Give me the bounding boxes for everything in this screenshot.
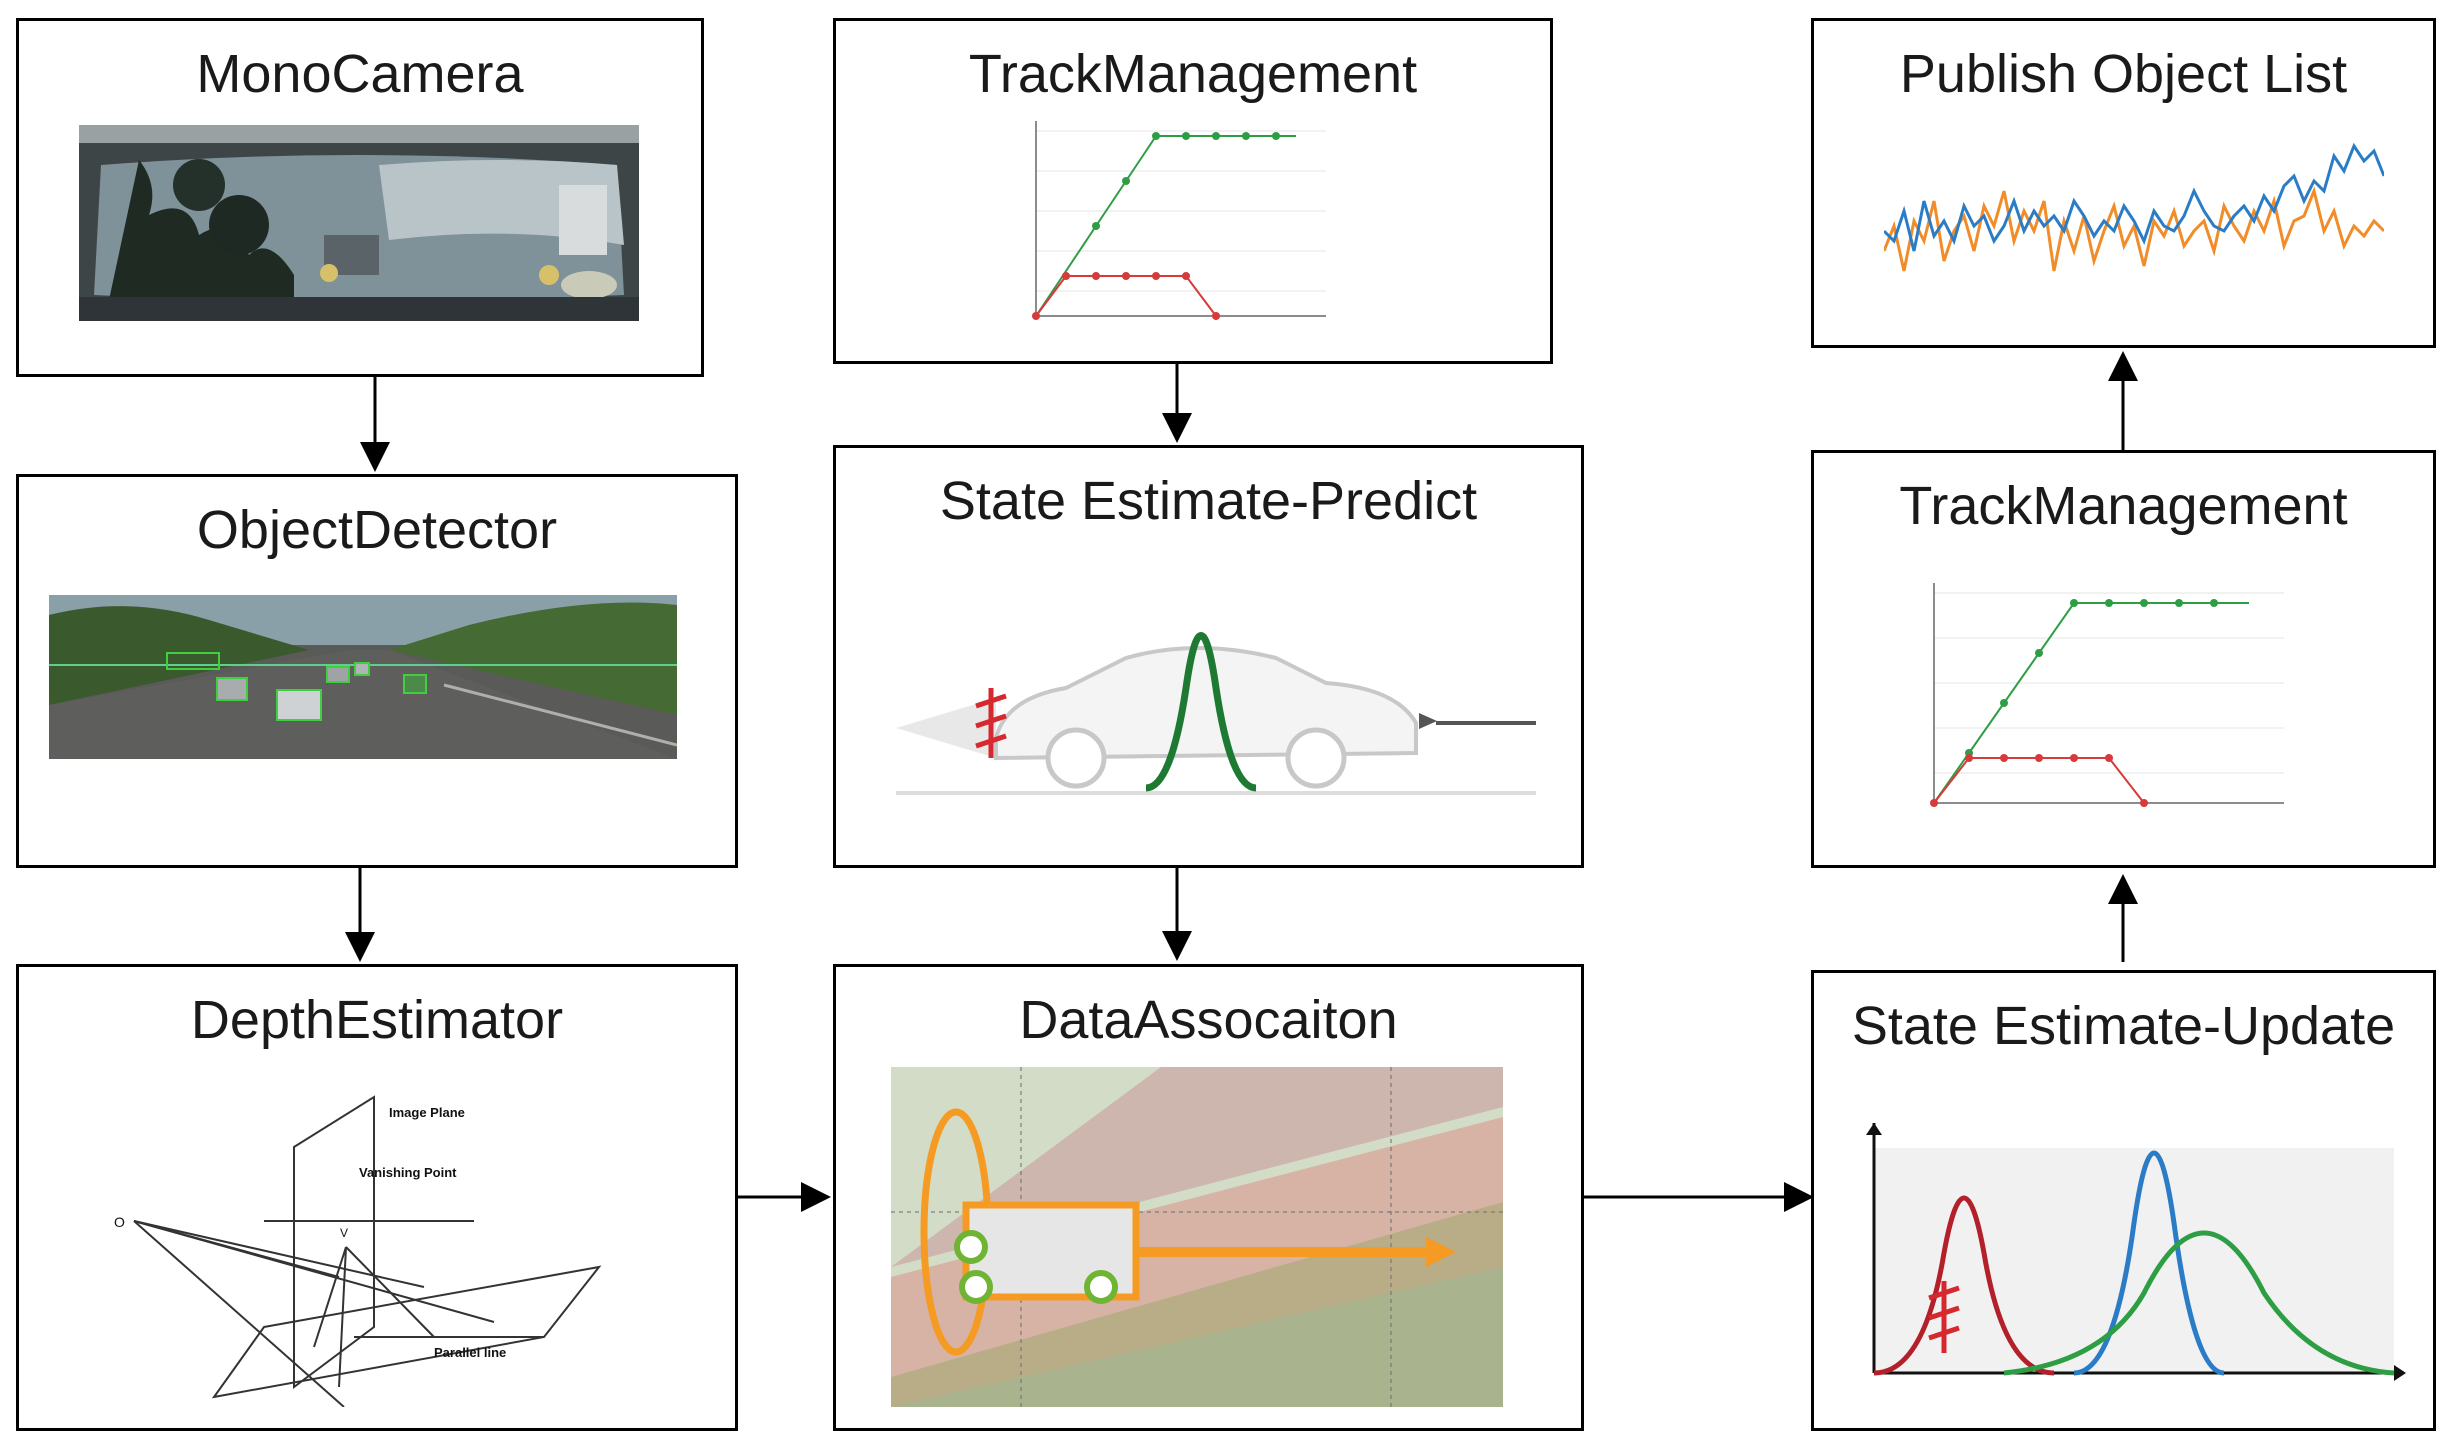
depthestimator-title: DepthEstimator — [190, 990, 564, 1050]
trackmanagement-top-title: TrackManagement — [968, 44, 1418, 104]
publish-object-list-box: Publish Object List — [1811, 18, 2436, 348]
trackmanagement-right-title: TrackManagement — [1899, 476, 2348, 536]
track-score-chart — [1032, 121, 1326, 320]
objectdetector-title: ObjectDetector — [196, 500, 558, 560]
state-estimate-predict-title: State Estimate-Predict — [939, 471, 1478, 531]
dataassociation-title: DataAssocaiton — [1019, 990, 1398, 1050]
update-gaussians-figure — [1866, 1123, 2406, 1381]
track-score-chart-right — [1930, 583, 2284, 807]
publish-object-list-title: Publish Object List — [1899, 44, 2348, 104]
parallel-line-label: Parallel line — [434, 1345, 506, 1360]
object-list-timeseries — [1884, 142, 2384, 272]
monocamera-title: MonoCamera — [196, 44, 524, 104]
vanishing-point-label: Vanishing Point — [359, 1165, 457, 1180]
state-estimate-update-title: State Estimate-Update — [1851, 996, 2396, 1056]
trackmanagement-top-box: TrackManagement — [833, 18, 1553, 364]
origin-label: O — [114, 1214, 125, 1230]
v-label: V — [340, 1226, 348, 1240]
image-plane-label: Image Plane — [389, 1105, 465, 1120]
trackmanagement-right-box: TrackManagement — [1811, 450, 2436, 868]
association-gating-figure — [891, 1067, 1503, 1407]
windshield-camera-image — [79, 125, 639, 321]
monocamera-box: MonoCamera — [16, 18, 704, 377]
road-detection-image — [49, 595, 677, 759]
predict-car-figure — [896, 632, 1536, 795]
predict-motion-arrowhead — [1419, 713, 1437, 729]
depthestimator-box: DepthEstimator O V Image Plane Vanishing… — [16, 964, 738, 1431]
dataassociation-box: DataAssocaiton — [833, 964, 1584, 1431]
depth-geometry-figure: O V Image Plane Vanishing Point Parallel… — [114, 1095, 602, 1407]
objectdetector-box: ObjectDetector — [16, 474, 738, 868]
state-estimate-predict-box: State Estimate-Predict — [833, 445, 1584, 868]
state-estimate-update-box: State Estimate-Update — [1811, 970, 2436, 1431]
